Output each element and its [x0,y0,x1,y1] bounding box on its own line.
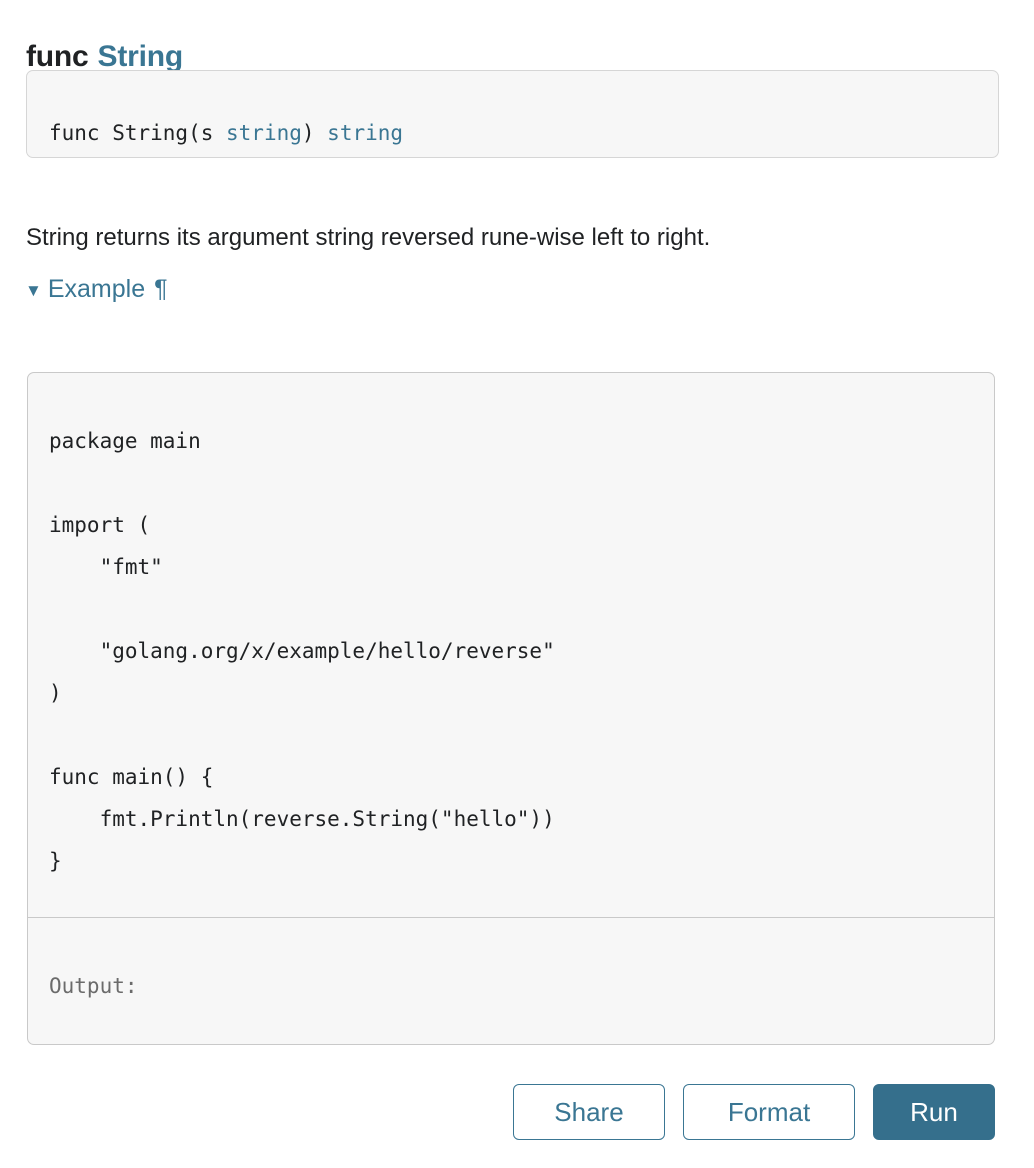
decl-keyword: func [26,39,89,73]
decl-name: String [97,39,184,73]
triangle-down-icon[interactable]: ▼ [25,280,42,300]
signature-prefix: func String(s [49,121,227,145]
playground-divider [28,917,994,918]
example-playground: package main import ( "fmt" "golang.org/… [27,372,995,1045]
example-output: Output: olleh [28,939,994,1044]
function-signature: func String(s string) string [49,118,403,148]
example-toggle[interactable]: ▼ Example ¶ [25,272,168,306]
signature-return-type: string [327,121,404,145]
signature-middle: ) [301,121,328,145]
function-description: String returns its argument string rever… [26,224,711,251]
example-code-editor[interactable]: package main import ( "fmt" "golang.org/… [49,429,555,873]
signature-param-type: string [226,121,302,145]
playground-button-group: Share Format Run [0,1084,995,1140]
run-button[interactable]: Run [873,1084,995,1140]
output-label: Output: [49,974,138,998]
function-signature-box: func String(s string) string [26,70,999,158]
example-label[interactable]: Example [47,275,146,303]
share-button[interactable]: Share [513,1084,665,1140]
pilcrow-icon[interactable]: ¶ [154,275,168,303]
format-button[interactable]: Format [683,1084,855,1140]
